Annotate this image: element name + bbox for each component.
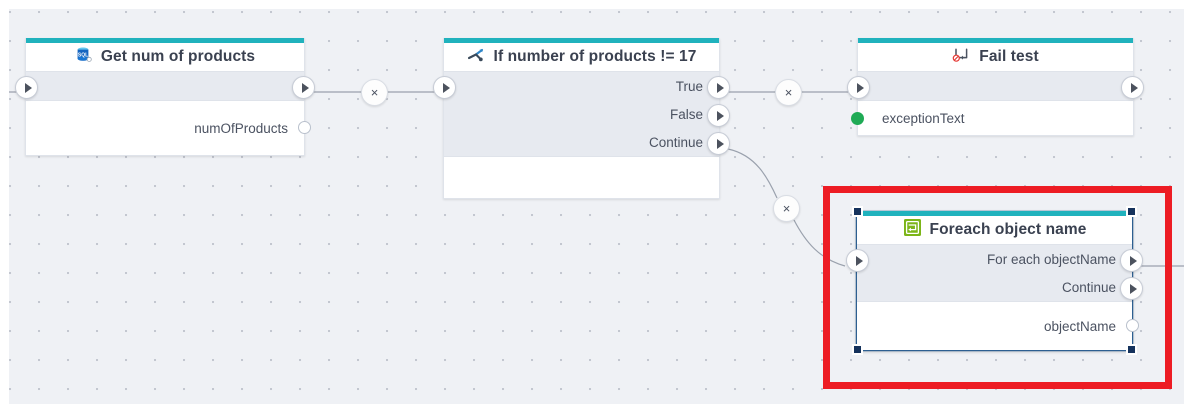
variable-label: numOfProducts — [194, 120, 288, 136]
exec-input-port[interactable] — [846, 249, 869, 272]
delete-connection-button-3[interactable]: × — [773, 195, 800, 222]
data-output-port[interactable] — [298, 121, 311, 134]
node-title: Fail test — [979, 48, 1039, 65]
exec-port-row-continue[interactable]: Continue — [444, 128, 730, 156]
exec-output-label-continue: Continue — [648, 134, 703, 150]
node-title: Foreach object name — [929, 221, 1087, 238]
data-output-port[interactable] — [1126, 319, 1139, 332]
node-if-number-of-products[interactable]: If number of products != 17 True False C… — [433, 38, 730, 199]
exec-input-port[interactable] — [15, 76, 38, 99]
delete-connection-button-2[interactable]: × — [775, 79, 802, 106]
edge-continue-to-foreach-a — [727, 148, 778, 199]
node-get-num-of-products[interactable]: SQL Get num of products numOfProducts — [15, 38, 315, 156]
exec-input-port[interactable] — [433, 76, 456, 99]
node-header[interactable]: Fail test — [858, 43, 1133, 71]
return-error-icon — [952, 45, 971, 69]
exec-output-port-true[interactable] — [707, 76, 730, 99]
svg-text:SQL: SQL — [78, 52, 88, 58]
exec-output-port[interactable] — [292, 76, 315, 99]
node-exec-ports — [847, 71, 1144, 101]
variable-label: objectName — [1043, 318, 1116, 334]
canvas-margin-top — [0, 0, 1184, 9]
exec-port-row[interactable] — [15, 72, 315, 100]
node-accent-bar — [858, 38, 1133, 43]
node-variables: objectName — [857, 302, 1139, 350]
variable-row[interactable]: objectName — [857, 302, 1139, 350]
exec-port-row-foreach[interactable]: For each objectName — [846, 245, 1143, 273]
exec-output-label-continue: Continue — [1061, 279, 1116, 295]
exec-output-port[interactable] — [1121, 76, 1144, 99]
exec-output-port-foreach[interactable] — [1120, 249, 1143, 272]
node-variables: exceptionText — [851, 101, 1133, 135]
node-title: If number of products != 17 — [493, 48, 697, 65]
node-accent-bar — [26, 38, 304, 43]
selection-handle-top-left[interactable] — [852, 206, 863, 217]
node-accent-bar — [857, 211, 1132, 216]
node-fail-test[interactable]: Fail test exceptionText — [847, 38, 1144, 136]
node-variables — [444, 157, 719, 198]
node-exec-ports: For each objectName Continue — [846, 244, 1143, 302]
selection-handle-bottom-left[interactable] — [852, 344, 863, 355]
node-exec-ports: True False Continue — [433, 71, 730, 157]
exec-output-label-true: True — [675, 78, 703, 94]
selection-handle-top-right[interactable] — [1126, 206, 1137, 217]
exec-output-port-false[interactable] — [707, 104, 730, 127]
exec-port-row[interactable] — [847, 72, 1144, 100]
node-accent-bar — [444, 38, 719, 43]
loop-icon — [903, 218, 922, 242]
node-header[interactable]: Foreach object name — [857, 216, 1132, 244]
sql-database-icon: SQL — [75, 46, 93, 69]
exec-port-row-false[interactable]: False — [444, 100, 730, 128]
edge-continue-to-foreach-b — [793, 219, 846, 267]
node-foreach-object-name[interactable]: Foreach object name For each objectName … — [846, 206, 1143, 355]
exec-output-label-false: False — [669, 106, 703, 122]
exec-output-port-continue[interactable] — [707, 132, 730, 155]
selection-handle-bottom-right[interactable] — [1126, 344, 1137, 355]
exec-port-row-continue[interactable]: Continue — [857, 273, 1143, 301]
variable-label: exceptionText — [882, 110, 965, 126]
exec-output-label-foreach: For each objectName — [986, 251, 1116, 267]
exec-port-row-true[interactable]: True — [433, 72, 730, 100]
exec-output-port-continue[interactable] — [1120, 277, 1143, 300]
canvas-margin-bottom — [0, 404, 1184, 412]
node-variables: numOfProducts — [26, 101, 311, 155]
variable-row[interactable]: numOfProducts — [26, 101, 311, 155]
node-header[interactable]: SQL Get num of products — [26, 43, 304, 71]
exec-input-port[interactable] — [847, 76, 870, 99]
canvas-margin-left — [0, 0, 9, 412]
delete-connection-button-1[interactable]: × — [361, 79, 388, 106]
node-exec-ports — [15, 71, 315, 101]
node-header[interactable]: If number of products != 17 — [444, 43, 719, 71]
branch-icon — [467, 45, 486, 69]
variable-row[interactable]: exceptionText — [851, 101, 1133, 135]
data-input-port[interactable] — [851, 112, 864, 125]
node-title: Get num of products — [100, 48, 256, 65]
